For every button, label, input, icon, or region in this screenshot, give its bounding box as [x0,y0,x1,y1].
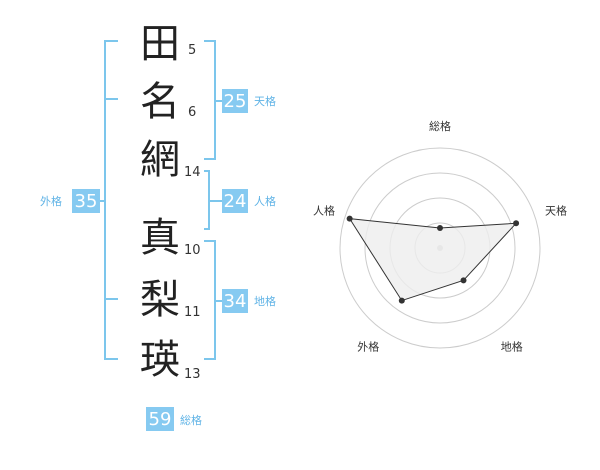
radar-point-5 [346,215,353,222]
jinkaku-label: 人格 [254,195,276,208]
name-char-5: 梨 [140,277,180,323]
radar-axis-label-5: 人格 [313,203,335,217]
gaikaku-bracket-tick-2 [104,298,118,300]
radar-point-1 [437,225,443,231]
radar-ring-3 [364,172,516,324]
tenkaku-connector [214,100,222,102]
chikaku-label: 地格 [254,295,276,308]
gaikaku-bracket-tick-1 [104,98,118,100]
radar-axis-label-3: 地格 [501,340,523,354]
stroke-count-4: 10 [184,243,201,258]
radar-point-4 [398,297,405,304]
jinkaku-connector [208,200,222,202]
radar-point-3 [460,277,467,284]
name-char-4: 真 [140,215,180,261]
tenkaku-bracket-bottom [204,158,216,160]
name-char-2: 名 [140,79,180,125]
gaikaku-connector [98,200,106,202]
chikaku-connector [214,300,222,302]
jinkaku-bracket-top [204,170,210,172]
radar-ring-4 [339,147,541,349]
tenkaku-label: 天格 [254,95,276,108]
name-char-6: 瑛 [140,337,180,383]
tenkaku-bracket-top [204,40,216,42]
gaikaku-bracket-top [104,40,118,42]
gaikaku-label: 外格 [40,195,62,208]
stroke-count-1: 5 [188,43,197,58]
soukaku-value-badge: 59 [146,407,174,431]
name-char-1: 田 [140,21,180,67]
chikaku-bracket-bottom [204,358,216,360]
stroke-count-2: 6 [188,105,197,120]
stroke-count-3: 14 [184,165,201,180]
jinkaku-bracket-bottom [204,228,210,230]
radar-axis-label-1: 総格 [429,119,451,133]
radar-axis-label-2: 天格 [545,203,567,217]
stroke-count-6: 13 [184,367,201,382]
gaikaku-bracket-bottom [104,358,118,360]
name-char-3: 網 [140,137,180,183]
stroke-count-5: 11 [184,305,201,320]
radar-axis-label-4: 外格 [357,340,379,354]
chikaku-value-badge: 34 [222,289,248,313]
tenkaku-value-badge: 25 [222,89,248,113]
jinkaku-value-badge: 24 [222,189,248,213]
soukaku-label: 総格 [180,414,202,427]
radar-point-2 [513,220,520,227]
chikaku-bracket-top [204,240,216,242]
gaikaku-value-badge: 35 [72,189,100,213]
radar-series-polygon [348,218,518,302]
